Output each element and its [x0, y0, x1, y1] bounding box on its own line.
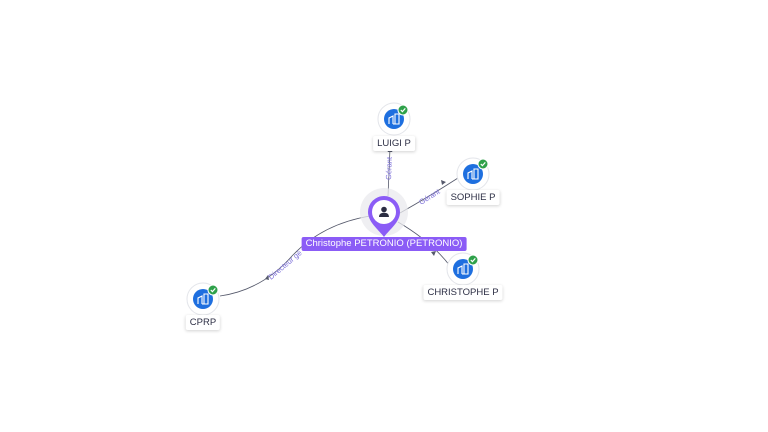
building-icon — [457, 263, 469, 275]
company-node-christophe[interactable] — [446, 252, 480, 286]
node-label-luigi: LUIGI P — [373, 136, 415, 151]
center-person-node[interactable] — [360, 188, 408, 237]
check-badge-icon — [477, 158, 489, 170]
node-label-cprp: CPRP — [185, 315, 221, 330]
check-badge-icon — [207, 284, 219, 296]
arrow-sophie — [441, 180, 446, 185]
check-badge-icon — [397, 104, 409, 116]
center-person-label: Christophe PETRONIO (PETRONIO) — [301, 237, 467, 251]
user-icon — [379, 206, 389, 217]
edge-cprp — [219, 215, 371, 297]
arrow-christophe — [431, 251, 436, 256]
node-label-christophe: CHRISTOPHE P — [423, 285, 503, 300]
edges: Gérant Gérant Directeur gé — [219, 147, 459, 297]
company-node-luigi[interactable] — [377, 102, 411, 136]
edge-luigi — [387, 147, 391, 197]
building-icon — [197, 293, 209, 305]
edge-label-cprp: Directeur gé — [267, 248, 304, 281]
building-icon — [388, 113, 400, 125]
arrow-cprp — [265, 275, 269, 280]
building-icon — [467, 168, 479, 180]
company-node-cprp[interactable] — [186, 282, 220, 316]
check-badge-icon — [467, 254, 479, 266]
edge-label-sophie: Gérant — [417, 186, 442, 206]
edge-label-luigi: Gérant — [384, 156, 394, 180]
node-label-sophie: SOPHIE P — [446, 190, 500, 205]
company-node-sophie[interactable] — [456, 157, 490, 191]
